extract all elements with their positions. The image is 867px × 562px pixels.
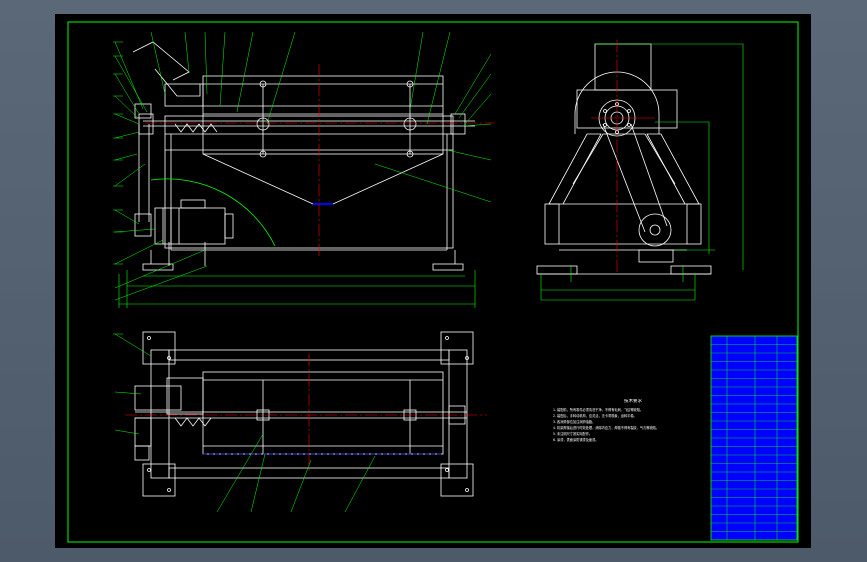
motor — [154, 199, 234, 245]
drawing-sheet: 技术要求 1. 装配前，所有零件必须清洗干净，不得有毛刺、飞边等缺陷。 2. 装… — [55, 14, 811, 548]
technical-requirements: 技术要求 1. 装配前，所有零件必须清洗干净，不得有毛刺、飞边等缺陷。 2. 装… — [553, 399, 713, 443]
top-view — [134, 331, 474, 497]
note-line: 4. 机架焊接后进行时效处理，消除内应力，焊缝不得有裂纹、气孔等缺陷。 — [553, 426, 660, 430]
border-frame — [67, 21, 799, 543]
note-line: 5. 未注明尺寸按实际配作。 — [553, 432, 593, 436]
note-line: 2. 装配后，手转动机构，应灵活，无卡滞现象，运转平稳。 — [553, 414, 637, 418]
top-view-leaders — [113, 333, 376, 513]
front-view-leaders — [113, 31, 492, 301]
title-block — [710, 335, 798, 541]
front-view — [132, 41, 475, 271]
front-view-dimensions — [118, 270, 476, 308]
cad-drawing — [67, 21, 799, 543]
screw-feeder — [174, 123, 218, 133]
note-line: 1. 装配前，所有零件必须清洗干净，不得有毛刺、飞边等缺陷。 — [553, 408, 644, 412]
note-line: 3. 各润滑部位加注润滑油脂。 — [553, 420, 596, 424]
notes-title: 技术要求 — [624, 399, 642, 404]
note-line: 6. 涂漆，表面涂防锈漆及面漆。 — [553, 438, 599, 442]
side-view — [536, 43, 712, 275]
side-view-dimensions — [540, 43, 744, 301]
